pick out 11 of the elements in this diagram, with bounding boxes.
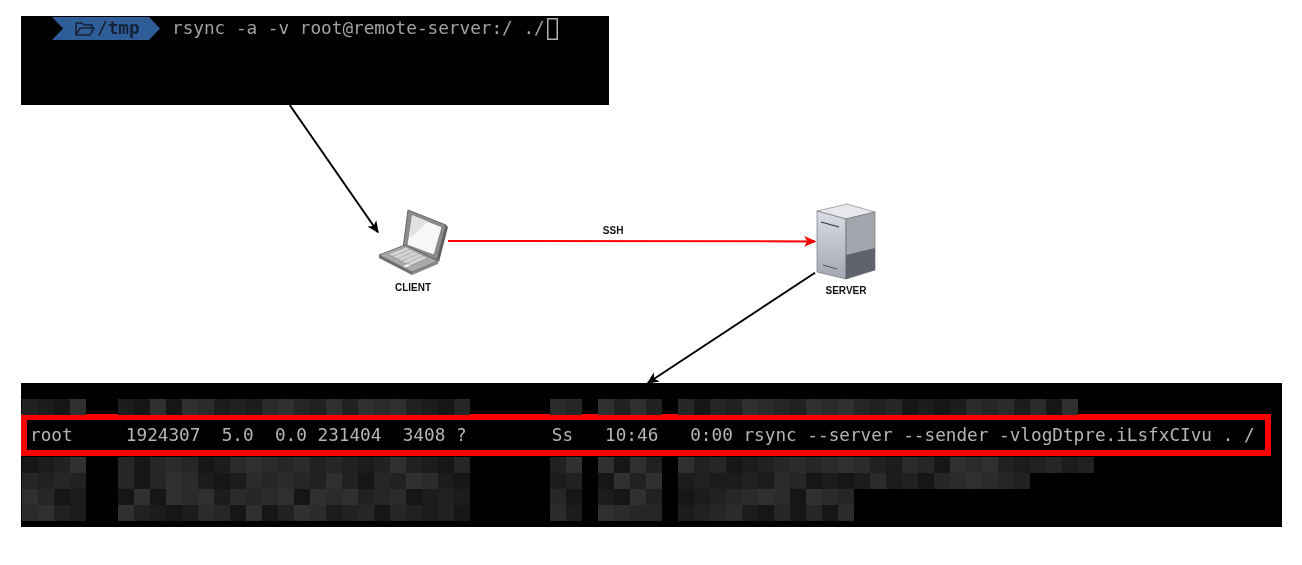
terminal-window bbox=[21, 16, 609, 105]
prompt-path: /tmp bbox=[97, 17, 140, 40]
arrow bbox=[447, 235, 817, 247]
node-label: CLIENT bbox=[394, 282, 432, 294]
node-label: SERVER bbox=[825, 285, 867, 297]
arrow bbox=[646, 271, 816, 384]
command-text: rsync -a -v root@remote-server:/ ./ bbox=[172, 17, 545, 40]
arrow bbox=[288, 104, 379, 234]
process-line: root 1924307 5.0 0.0 231404 3408 ? Ss 10:46 0:00 rsync --server --sender -vlogDtpre.iLsfxCIvu . / bbox=[30, 424, 1255, 447]
highlight-frame bbox=[21, 414, 1271, 456]
terminal-window bbox=[21, 383, 1282, 527]
